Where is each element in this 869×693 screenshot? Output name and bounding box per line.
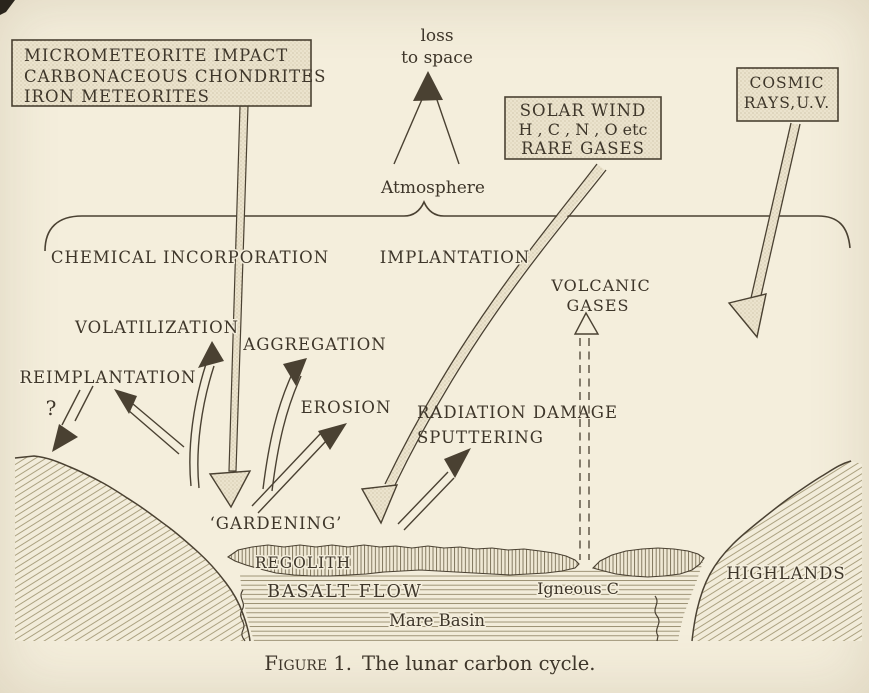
volatilization-arrow	[189, 341, 224, 489]
mare-basin-label: Mare Basin	[389, 611, 485, 630]
arrow-head	[444, 448, 471, 478]
arrow-band-edge	[393, 169, 607, 488]
solar-wind-box-line1: SOLAR WIND	[520, 101, 647, 120]
arrow-head	[208, 470, 252, 509]
gardening-label: ‘GARDENING’	[210, 514, 343, 533]
basalt-fill	[240, 562, 703, 641]
arrow-band-edge	[189, 363, 207, 487]
atmosphere-boundary-line	[44, 200, 851, 252]
arrow-head	[52, 424, 78, 452]
regolith-right-lobe	[591, 547, 705, 578]
erosion-arrow	[251, 423, 347, 514]
aggregation-arrow	[262, 358, 307, 492]
arrow-band-edge	[127, 409, 180, 455]
sputtering-arrow	[397, 448, 471, 531]
arrow-band-edge	[61, 389, 81, 426]
reimplantation-label: REIMPLANTATION	[20, 368, 197, 387]
cosmic-rays-box-line2: RAYS,U.V.	[744, 94, 830, 112]
basalt-right-edge	[654, 595, 660, 642]
arrow-head	[114, 389, 137, 414]
chemical-incorporation-label: CHEMICAL INCORPORATION	[51, 248, 329, 267]
arrow-band-fill	[750, 122, 800, 301]
solar-wind-box-line2: H , C , N , O etc	[518, 120, 647, 139]
arrow-band-edge	[257, 439, 328, 514]
cosmic-rays-box: COSMIC RAYS,U.V.	[736, 67, 839, 122]
loss-to-space-arrow	[393, 71, 460, 165]
arrow-line	[393, 96, 424, 165]
right-highland-terrain	[691, 460, 862, 642]
micrometeorite-box: MICROMETEORITE IMPACT CARBONACEOUS CHOND…	[11, 39, 326, 107]
arrow-band-edge	[74, 385, 94, 422]
caption-text: The lunar carbon cycle.	[362, 652, 596, 675]
cosmic-rays-box-line1: COSMIC	[749, 74, 824, 92]
arrow-band-edge	[759, 123, 801, 301]
terrain-edge	[14, 455, 251, 642]
regolith-label: REGOLITH	[255, 554, 351, 572]
arrow-band-edge	[403, 477, 455, 531]
volatilization-label: VOLATILIZATION	[74, 318, 239, 337]
micrometeorite-box-line2: CARBONACEOUS CHONDRITES	[24, 67, 326, 86]
basalt-left-edge	[240, 589, 246, 642]
terrain-fill	[15, 456, 250, 641]
micrometeorite-box-line3: IRON METEORITES	[24, 87, 210, 106]
arrow-line	[435, 96, 460, 165]
terrain-fill	[692, 461, 862, 641]
arrow-head	[413, 71, 443, 101]
arrow-band-edge	[197, 365, 215, 489]
arrow-band-fill	[385, 164, 605, 487]
scan-corner-artifact	[0, 0, 15, 15]
box-frame	[11, 39, 312, 107]
figure-caption: Figure 1. The lunar carbon cycle.	[264, 652, 595, 675]
basalt-flow-label: BASALT FLOW	[267, 582, 423, 602]
solar-wind-box: SOLAR WIND H , C , N , O etc RARE GASES	[504, 96, 662, 160]
implantation-label: IMPLANTATION	[380, 248, 530, 267]
loss-to-space-label-line2: to space	[401, 48, 473, 68]
arrow-band-edge	[397, 471, 449, 525]
igneous-c-label: Igneous C	[537, 579, 619, 598]
box-frame	[736, 67, 839, 122]
solar-wind-implantation-arrow	[360, 163, 607, 525]
reimplantation-down-arrow	[52, 385, 94, 452]
arrow-head	[283, 358, 307, 386]
arrow-head	[318, 423, 347, 450]
arrow-band-edge	[262, 373, 293, 490]
micrometeorite-box-line1: MICROMETEORITE IMPACT	[24, 46, 288, 65]
caption-label: Figure 1.	[264, 652, 352, 675]
regolith-left-lobe	[226, 544, 580, 577]
volcanic-gases-arrow	[573, 311, 600, 560]
sputtering-label: SPUTTERING	[417, 428, 544, 447]
basalt-flow-layer	[240, 562, 703, 642]
arrow-band-edge	[251, 432, 322, 507]
radiation-damage-label: RADIATION DAMAGE	[417, 403, 618, 422]
arrow-head	[198, 341, 224, 368]
left-highland-terrain	[14, 455, 251, 642]
regolith-band	[226, 544, 705, 578]
volcanic-gases-label-line2: GASES	[567, 296, 630, 315]
arrow-band-edge	[271, 375, 302, 492]
atmosphere-label: Atmosphere	[380, 178, 485, 198]
arrow-head	[360, 484, 399, 525]
arrow-head	[727, 293, 767, 339]
highlands-label: HIGHLANDS	[726, 564, 845, 583]
box-frame	[504, 96, 662, 160]
arrow-band-edge	[384, 163, 598, 485]
loss-to-space-label-line1: loss	[420, 26, 453, 46]
arrow-band-edge	[132, 403, 185, 448]
uncertainty-mark: ?	[46, 396, 57, 420]
terrain-edge	[691, 460, 852, 642]
volcanic-gases-label-line1: VOLCANIC	[550, 276, 650, 295]
arrow-shaft	[228, 105, 249, 472]
erosion-label: EROSION	[301, 398, 392, 417]
arrow-band-edge	[750, 122, 792, 299]
solar-wind-box-line3: RARE GASES	[521, 139, 645, 158]
aggregation-label: AGGREGATION	[242, 335, 386, 354]
micrometeorite-impact-arrow	[208, 105, 252, 509]
reimplantation-up-arrow	[114, 389, 185, 455]
arrow-head	[573, 311, 600, 335]
cosmic-rays-arrow	[727, 122, 801, 339]
